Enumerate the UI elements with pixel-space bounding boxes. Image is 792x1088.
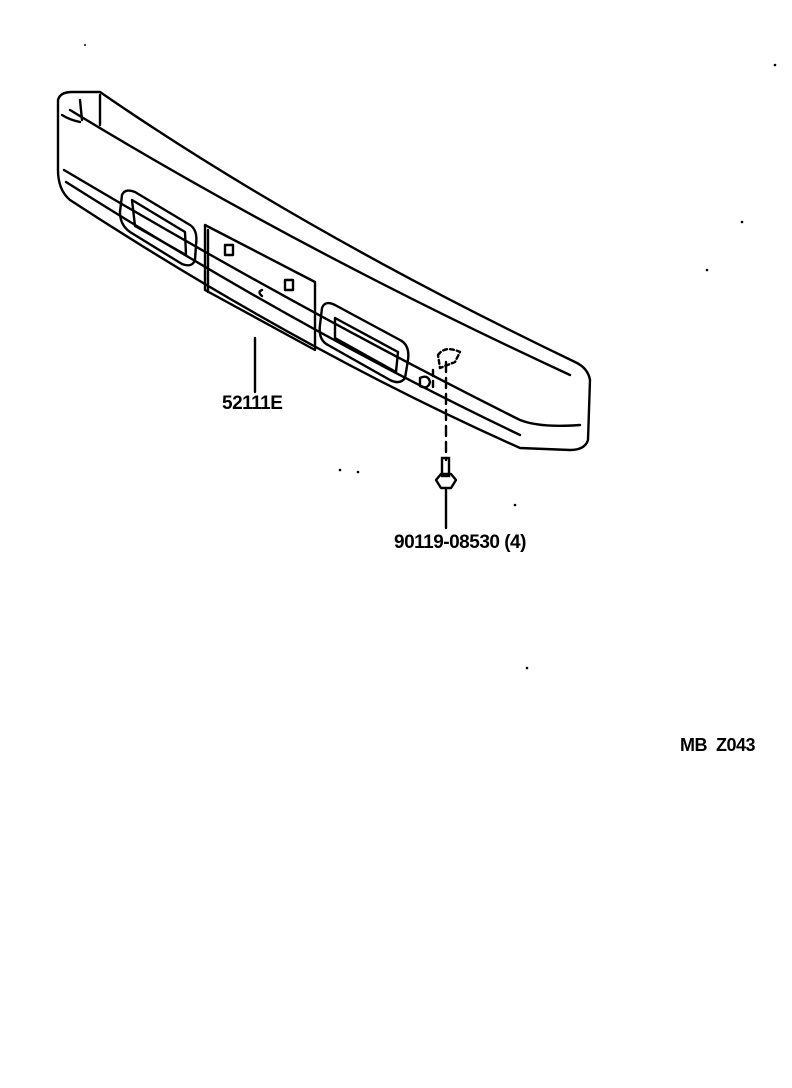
bumper-drawing <box>56 44 777 670</box>
diagram-code: MB Z043 <box>680 735 756 756</box>
bolt-quantity: (4) <box>504 532 526 553</box>
bolt-part-number: 90119-08530 <box>394 532 500 553</box>
part-label-bolt: 90119-08530 (4) <box>394 532 526 554</box>
bolt-icon <box>434 456 458 530</box>
diagram-code-number: Z043 <box>716 735 756 755</box>
diagram-code-prefix: MB <box>680 735 708 755</box>
part-label-bumper: 52111E <box>222 393 283 414</box>
